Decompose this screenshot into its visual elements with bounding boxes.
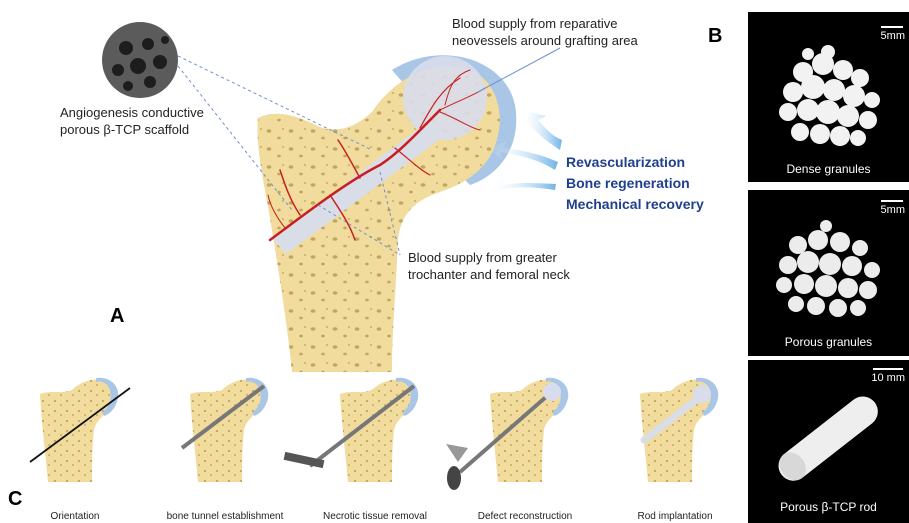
step-implantation-figure xyxy=(640,378,718,482)
panel-label-c: C xyxy=(8,488,22,511)
step-tunnel-figure xyxy=(182,378,268,482)
step-label-implantation: Rod implantation xyxy=(600,511,750,522)
step-label-tunnel: bone tunnel establishment xyxy=(150,511,300,522)
step-label-reconstruction: Defect reconstruction xyxy=(450,511,600,522)
step-reconstruction-figure xyxy=(446,378,568,490)
step-label-orientation: Orientation xyxy=(0,511,150,522)
step-removal-figure xyxy=(284,378,419,482)
step-orientation-figure xyxy=(30,378,130,482)
step-label-removal: Necrotic tissue removal xyxy=(300,511,450,522)
